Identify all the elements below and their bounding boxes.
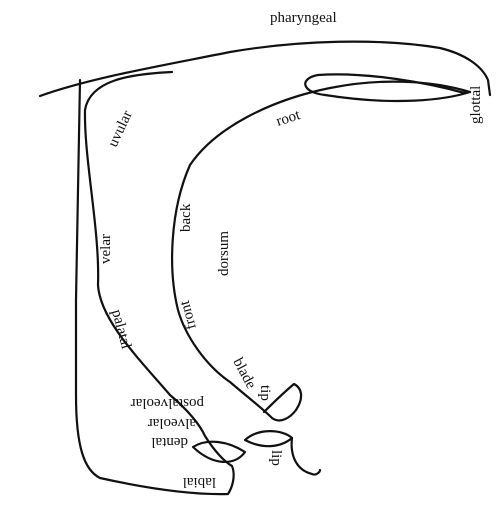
alveolar-label: alveolar xyxy=(148,415,196,431)
postalveolar-label: postalveolar xyxy=(131,395,204,411)
velar-label: velar xyxy=(98,234,114,264)
uvular-label: uvular xyxy=(105,108,136,149)
dental-label: dental xyxy=(151,434,188,450)
palatal-label: palatal xyxy=(108,308,134,351)
lower-tooth-shape xyxy=(245,431,292,446)
lip-label: lip xyxy=(268,450,284,466)
glottal-label: glottal xyxy=(468,86,484,124)
back-label: back xyxy=(178,203,194,232)
lower-lip-line xyxy=(292,438,320,475)
tip-label: tip xyxy=(257,385,273,401)
upper-tooth-shape xyxy=(193,442,245,462)
pharyngeal-wall-line xyxy=(40,42,490,96)
front-label: front xyxy=(177,298,200,331)
pharyngeal-label: pharyngeal xyxy=(270,10,337,26)
labial-label: labial xyxy=(183,474,216,490)
root-label: root xyxy=(274,107,303,130)
dorsum-label: dorsum xyxy=(216,231,232,276)
